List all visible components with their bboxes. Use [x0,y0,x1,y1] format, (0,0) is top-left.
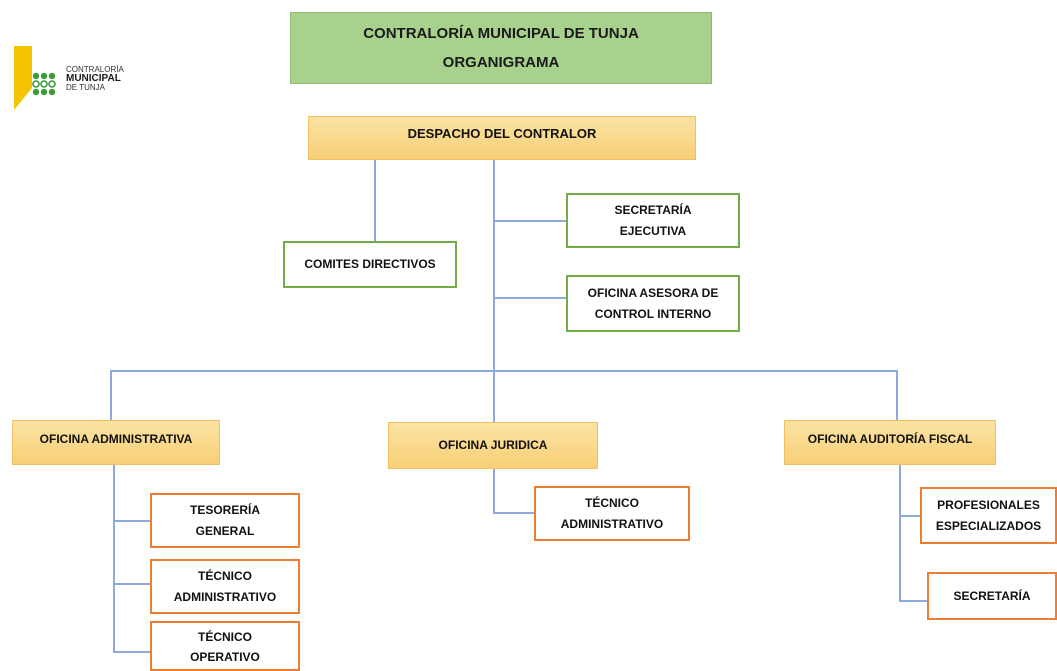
node-comites: COMITES DIRECTIVOS [283,241,457,288]
node-tecnico-administrativo-juridica-line-2: ADMINISTRATIVO [560,516,664,531]
logo-mark [14,46,56,110]
connector-profesionales [899,515,921,517]
logo-wordmark: CONTRALORÍA MUNICIPAL DE TUNJA [66,65,124,92]
node-profesionales-line-1: PROFESIONALES [937,498,1040,513]
node-comites-label: COMITES DIRECTIVOS [304,257,436,272]
node-tecnico-administrativo-juridica: TÉCNICO ADMINISTRATIVO [534,486,690,541]
node-tecnico-operativo-line-2: OPERATIVO [190,650,260,665]
node-secretaria-ejecutiva-line-1: SECRETARÍA [614,203,692,218]
node-oficina-juridica-label: OFICINA JURIDICA [438,438,548,453]
connector-administrativa [110,370,112,422]
page-subtitle: ORGANIGRAMA [442,54,560,71]
connector-tecnico-adm-juridica [493,512,536,514]
header-box: CONTRALORÍA MUNICIPAL DE TUNJA ORGANIGRA… [290,12,712,84]
node-oficina-auditoria-label: OFICINA AUDITORÍA FISCAL [807,432,973,446]
node-tecnico-operativo-line-1: TÉCNICO [198,630,252,644]
node-control-interno-line-2: CONTROL INTERNO [594,306,712,321]
node-oficina-juridica: OFICINA JURIDICA [388,422,598,469]
node-tecnico-administrativo-1: TÉCNICO ADMINISTRATIVO [150,559,300,614]
connector-auditoria [896,370,898,422]
node-control-interno-line-1: OFICINA ASESORA DE [587,286,719,301]
node-despacho: DESPACHO DEL CONTRALOR [308,116,696,160]
node-tecnico-administrativo-1-line-1: TÉCNICO [198,569,252,584]
node-tesoreria-line-1: TESORERÍA [189,503,260,518]
node-oficina-auditoria: OFICINA AUDITORÍA FISCAL [784,420,996,465]
node-tecnico-administrativo-juridica-line-1: TÉCNICO [585,496,639,511]
node-oficina-administrativa-label: OFICINA ADMINISTRATIVA [39,432,193,446]
node-despacho-label: DESPACHO DEL CONTRALOR [407,126,597,141]
connector-auditoria-trunk [899,465,901,602]
connector-tesoreria [113,520,151,522]
connector-offices-bar [110,370,898,372]
connector-control-interno [494,297,567,299]
logo-line-1: CONTRALORÍA [66,65,124,74]
node-oficina-administrativa: OFICINA ADMINISTRATIVA [12,420,220,465]
connector-trunk [493,160,495,422]
page-title: CONTRALORÍA MUNICIPAL DE TUNJA [363,25,639,42]
node-secretaria-label: SECRETARÍA [953,588,1031,603]
logo-line-3: DE TUNJA [66,83,105,92]
connector-administrativa-trunk [113,465,115,653]
node-secretaria-ejecutiva-line-2: EJECUTIVA [619,223,687,238]
node-profesionales-line-2: ESPECIALIZADOS [935,518,1042,533]
node-tecnico-operativo: TÉCNICO OPERATIVO [150,621,300,671]
node-tecnico-administrativo-1-line-2: ADMINISTRATIVO [173,589,277,604]
node-control-interno: OFICINA ASESORA DE CONTROL INTERNO [566,275,740,332]
connector-tecnico-adm-1 [113,583,151,585]
logo-line-2: MUNICIPAL [66,73,121,84]
node-profesionales: PROFESIONALES ESPECIALIZADOS [920,487,1057,544]
node-secretaria: SECRETARÍA [927,572,1057,620]
node-tesoreria-line-2: GENERAL [195,523,255,538]
node-tesoreria: TESORERÍA GENERAL [150,493,300,548]
connector-tecnico-operativo [113,651,151,653]
connector-juridica-trunk [493,469,495,514]
node-secretaria-ejecutiva: SECRETARÍA EJECUTIVA [566,193,740,248]
connector-secretaria-ejecutiva [494,220,567,222]
connector-secretaria [899,600,928,602]
connector-despacho-comites [374,160,376,242]
